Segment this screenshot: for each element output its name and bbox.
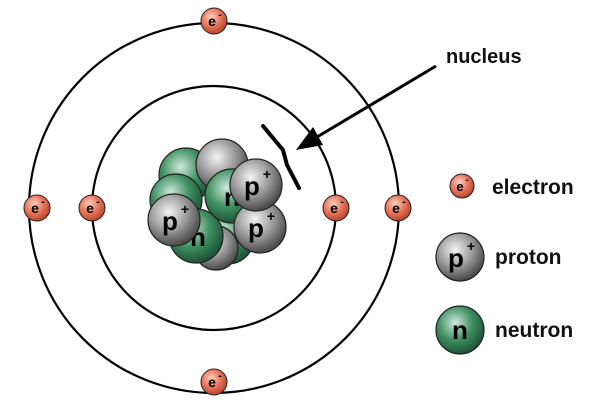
- proton-symbol: p: [162, 206, 178, 236]
- nucleus: n n p + p + p +: [147, 138, 287, 271]
- nucleus-label: nucleus: [446, 46, 522, 68]
- legend-item-electron: e - electron: [449, 173, 574, 199]
- legend-proton-label: proton: [495, 246, 561, 269]
- nucleus-bracket: [261, 124, 301, 190]
- electron-top: e -: [200, 7, 228, 35]
- legend: e - electron p + proton n neutron: [435, 173, 574, 355]
- callout-arrow-line: [311, 64, 437, 142]
- electron-charge: -: [218, 370, 222, 382]
- legend-electron-label: electron: [492, 176, 574, 199]
- proton-particle: p +: [147, 193, 201, 247]
- electron-charge: -: [96, 196, 100, 208]
- proton-particle: p +: [229, 158, 283, 212]
- proton-charge: +: [181, 201, 189, 217]
- electron-symbol: e: [31, 200, 39, 216]
- proton-symbol: p: [448, 243, 464, 273]
- legend-neutron-label: neutron: [495, 319, 573, 342]
- proton-charge: +: [467, 238, 475, 254]
- neutron-symbol: n: [452, 315, 468, 345]
- proton-charge: +: [263, 166, 271, 182]
- electron-symbol: e: [330, 200, 338, 216]
- legend-neutron-swatch: [435, 305, 485, 355]
- electron-charge: -: [402, 196, 406, 208]
- electron-charge: -: [218, 9, 222, 21]
- electron-symbol: e: [86, 200, 94, 216]
- legend-electron-swatch: [449, 173, 475, 199]
- proton-symbol: p: [248, 213, 264, 243]
- proton-charge: +: [267, 208, 275, 224]
- electron-outer-right: e -: [384, 194, 412, 222]
- proton-symbol: p: [244, 171, 260, 201]
- electron-charge: -: [41, 196, 45, 208]
- legend-item-neutron: n neutron: [435, 305, 573, 355]
- electron-charge: -: [465, 175, 468, 186]
- legend-item-proton: p + proton: [435, 232, 561, 282]
- electron-symbol: e: [208, 13, 216, 29]
- electron-symbol: e: [208, 374, 216, 390]
- electron-inner-left: e -: [78, 194, 106, 222]
- electron-symbol: e: [456, 179, 463, 194]
- electron-bottom: e -: [200, 368, 228, 396]
- electron-inner-right: e -: [322, 194, 350, 222]
- legend-proton-swatch: [435, 232, 485, 282]
- electron-symbol: e: [392, 200, 400, 216]
- callout-arrow-head: [296, 127, 323, 150]
- electron-outer-left: e -: [23, 194, 51, 222]
- electron-charge: -: [340, 196, 344, 208]
